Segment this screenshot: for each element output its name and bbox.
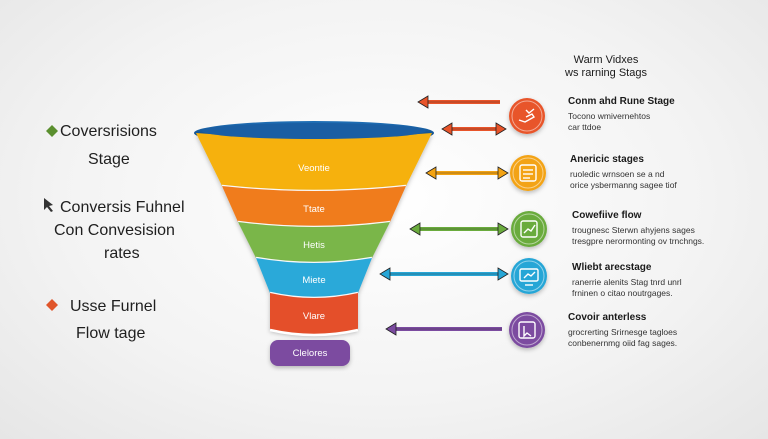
funnel-separator [255,256,373,265]
stage-circle-1 [509,98,545,134]
arrow-4 [409,222,509,236]
funnel-segment-3 [238,222,390,263]
stage-3-desc1: trougnesc Sterwn ahyjens sages [572,225,695,235]
left-diamond-icon-3 [46,299,58,311]
funnel-separator [269,328,359,337]
arrow-2 [441,122,507,136]
arrow-3 [425,166,509,180]
top-note-line2: ws rarning Stags [565,66,647,79]
stage-5-title: Covoir anterless [568,312,647,323]
stage-circle-5 [509,312,545,348]
stage-2-title: Anericic stages [570,154,644,165]
funnel-label-3: Hetis [303,240,325,251]
stage-2-desc1: ruoledic wrnsoen se a nd [570,169,665,179]
screen-icon [519,268,539,286]
document-icon [519,164,537,182]
funnel-segment-5 [270,293,358,335]
left-label-2-extra: rates [104,245,140,262]
top-note: Warm Vidxes ws rarning Stags [556,54,656,79]
hand-icon [518,108,536,123]
stage-circle-4 [511,258,547,294]
stage-1-text: Conm ahd Rune Stage Tocono wmivernehtos … [568,97,675,132]
stage-2-text: Anericic stages ruoledic wrnsoen se a nd… [570,155,677,190]
left-label-1-title: Coversrisions [60,123,157,140]
stage-3-desc2: tresgpre nerormonting ov trnchngs. [572,235,705,246]
funnel-label-2: Ttate [303,204,325,215]
funnel-label-1: Veontie [298,163,330,174]
stage-1-desc1: Tocono wmivernehtos [568,111,651,121]
stage-4-text: Wliebt arecstage ranerrie alenits Stag t… [572,263,682,298]
funnel-label-6: Clelores [292,348,328,359]
funnel-label-4: Miete [302,275,326,286]
stage-4-desc2: frninen o citao noutrgages. [572,287,673,298]
funnel-segment-6 [270,340,350,366]
stage-4-desc1: ranerrie alenits Stag tnrd unrl [572,277,682,287]
arrow-5 [379,267,509,281]
arrow-1 [417,95,500,109]
funnel-label-5: Vlare [302,311,326,322]
funnel-segment-1 [196,133,432,191]
funnel-segment-4 [256,258,372,298]
stage-1-desc2: car ttdoe [568,121,602,132]
chart-icon [520,220,538,238]
top-note-line1: Warm Vidxes [573,54,639,66]
stage-4-title: Wliebt arecstage [572,262,652,273]
left-label-3-title: Usse Furnel [70,298,157,315]
stage-2-desc2: orice ysbermanng sagee tiof [570,179,677,190]
stage-5-desc1: grocrerting Srirnesge tagloes [568,327,678,337]
pointer-icon [518,321,536,339]
arrow-6 [385,322,502,336]
left-label-2-subtitle: Con Convesision [54,222,175,239]
left-diamond-icon-1 [46,125,58,137]
stage-5-desc2: conbenernmg oiid fag sages. [568,337,678,348]
funnel-segment-2 [222,186,406,227]
left-label-1-subtitle: Stage [88,151,130,168]
stage-circle-2 [510,155,546,191]
left-cursor-icon [44,198,53,212]
stage-1-title: Conm ahd Rune Stage [568,96,675,107]
funnel-separator [237,220,391,229]
stage-3-title: Cowefiive flow [572,210,642,221]
stage-5-text: Covoir anterless grocrerting Srirnesge t… [568,313,677,348]
stage-circle-3 [511,211,547,247]
stage-3-text: Cowefiive flow trougnesc Sterwn ahyjens … [572,211,704,246]
left-label-2-title: Conversis Fuhnel [60,199,185,216]
funnel-opening [202,123,426,139]
left-label-3-subtitle: Flow tage [76,325,146,342]
